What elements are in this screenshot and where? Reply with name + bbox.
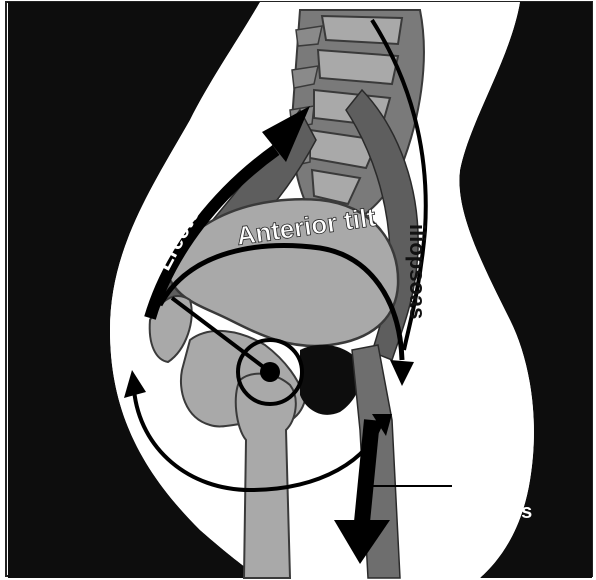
rectus-femoris-arrow-shaft bbox=[362, 420, 372, 522]
rectus-femoris-label-line2: femoris bbox=[460, 501, 532, 523]
iliopsoas-label: iliopsoas bbox=[405, 224, 430, 319]
rectus-femoris-label-line1: Rectus bbox=[460, 477, 527, 499]
